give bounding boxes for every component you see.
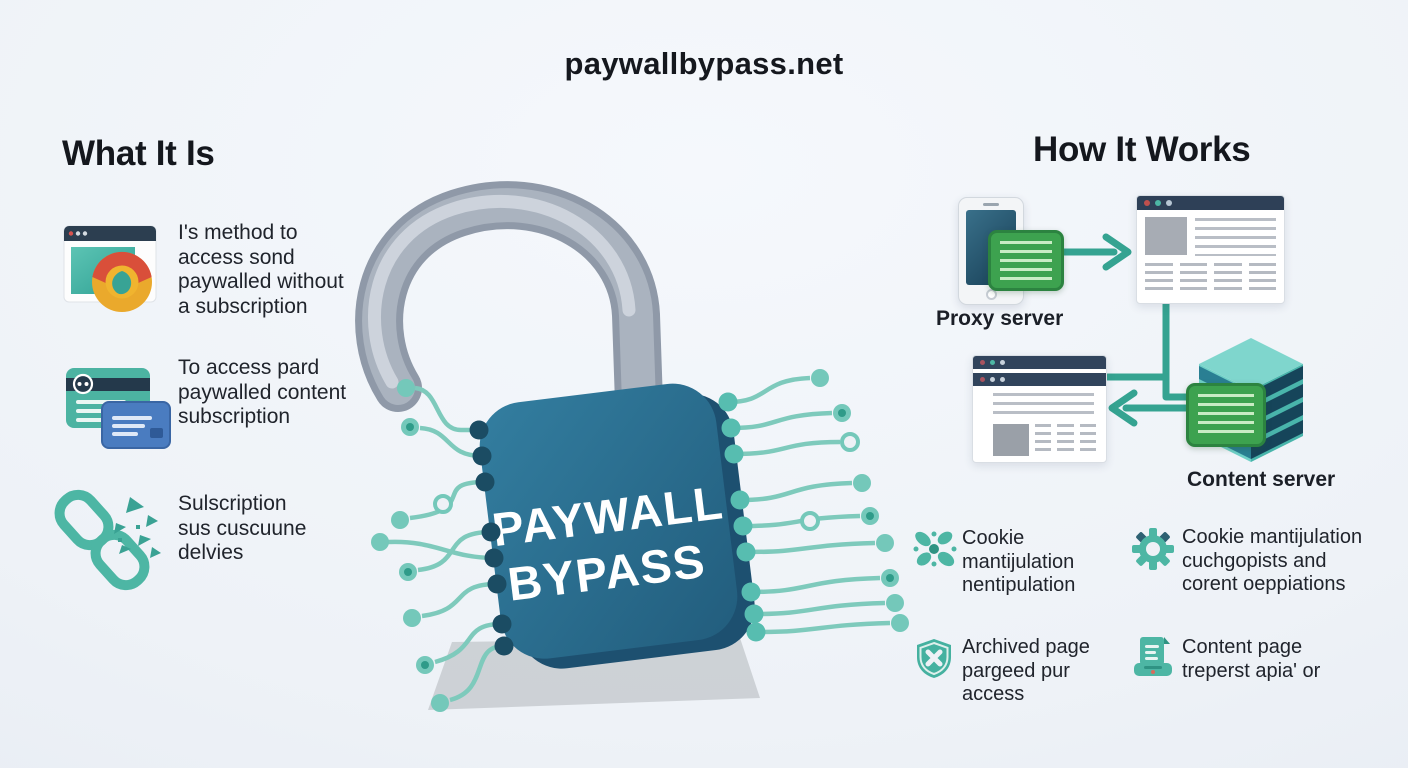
what-it-is-item-text: Sulscription sus cuscuune delvies <box>178 492 307 564</box>
user-browser-window <box>972 355 1107 463</box>
paywall-lock-body: PAYWALL BYPASS <box>479 383 755 669</box>
window-dot-red <box>1144 200 1150 206</box>
broken-link-icon <box>52 483 172 593</box>
data-packet-card <box>1186 383 1266 447</box>
what-it-is-item-text: I's method to access sond paywalled with… <box>178 221 344 318</box>
how-it-works-item-text: Content page treperst apia' or <box>1182 636 1321 682</box>
how-it-works-item-text: Archived page pargeed pur access <box>962 636 1090 705</box>
lock-shadow <box>428 638 760 710</box>
cookie-icon <box>912 528 958 570</box>
window-dot-light <box>1000 360 1005 365</box>
content-server-label: Content server <box>1187 468 1336 491</box>
browser-header <box>1137 196 1284 210</box>
destination-browser-window <box>1136 195 1285 304</box>
browser-subheader <box>973 373 1106 386</box>
how-it-works-item-text: Cookie mantijulation nentipulation <box>962 527 1076 596</box>
request-arrowhead <box>1102 233 1132 271</box>
data-packet-card <box>988 230 1064 291</box>
browser-chrome-icon <box>62 220 162 318</box>
credit-cards-icon <box>62 356 174 452</box>
gear-icon <box>1130 527 1176 571</box>
browser-text-lines <box>993 393 1094 419</box>
proxy-server-label: Proxy server <box>936 307 1064 330</box>
what-it-is-heading: What It Is <box>62 134 215 173</box>
browser-image-placeholder <box>1145 217 1187 255</box>
circuit-traces <box>387 375 891 703</box>
page-title: paywallbypass.net <box>564 46 844 81</box>
how-it-works-heading: How It Works <box>1033 130 1251 169</box>
browser-columns <box>1035 424 1096 456</box>
window-dot-red <box>980 360 985 365</box>
lock-shackle <box>355 181 664 456</box>
window-dot-teal <box>1155 200 1161 206</box>
window-dot-light <box>1166 200 1172 206</box>
circuit-nodes <box>371 369 909 712</box>
browser-text-lines <box>1195 218 1276 256</box>
shield-x-icon <box>912 637 956 679</box>
browser-image-placeholder <box>993 424 1029 456</box>
paywall-lock-illustration: PAYWALL BYPASS <box>340 180 940 740</box>
connector-elbow <box>1162 295 1192 401</box>
browser-columns <box>1145 263 1276 295</box>
response-arrowhead <box>1108 389 1138 427</box>
browser-header <box>973 356 1106 369</box>
diagram-connectors <box>930 185 1310 485</box>
phone-speaker <box>983 203 999 206</box>
window-dot-teal <box>990 360 995 365</box>
phone-home-button <box>986 289 997 300</box>
how-it-works-item-text: Cookie mantijulation cuchgopists and cor… <box>1182 526 1363 595</box>
printer-document-icon <box>1130 635 1176 681</box>
what-it-is-item-text: To access pard paywalled content subscri… <box>178 356 347 428</box>
